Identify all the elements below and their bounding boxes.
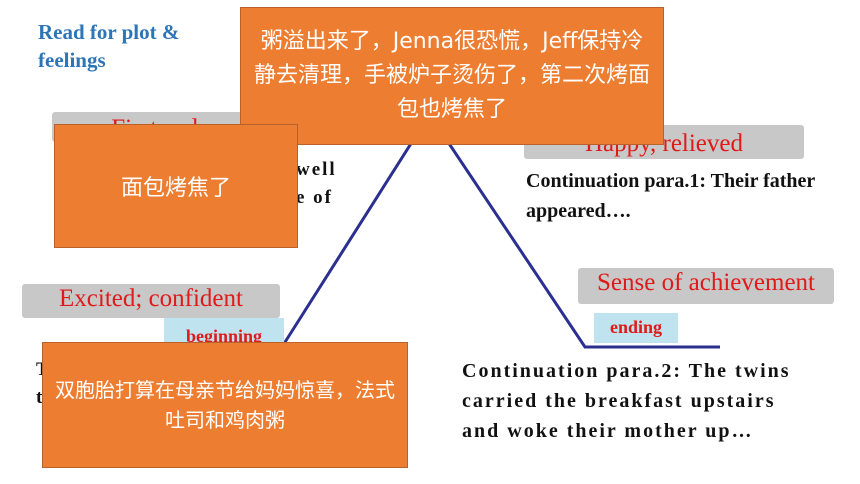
note-box-bottom: 双胞胎打算在母亲节给妈妈惊喜，法式吐司和鸡肉粥 (42, 342, 408, 468)
note-box-left: 面包烤焦了 (54, 124, 298, 248)
stage-tag-ending: ending (594, 313, 678, 343)
partial-text-top: well e of (296, 159, 337, 208)
stage-tag-beginning: beginning (164, 318, 284, 346)
label-excited-confident: Excited; confident (22, 284, 280, 318)
note-box-top: 粥溢出来了，Jenna很恐慌，Jeff保持冷静去清理，手被炉子烫伤了，第二次烤面… (240, 7, 664, 145)
label-sense-of-achievement: Sense of achievement (578, 268, 834, 304)
continuation-para-1: Continuation para.1: Their father appear… (526, 170, 815, 222)
page-title: Read for plot & feelings (38, 20, 180, 72)
continuation-para-2: Continuation para.2: The twins carried t… (462, 360, 791, 442)
